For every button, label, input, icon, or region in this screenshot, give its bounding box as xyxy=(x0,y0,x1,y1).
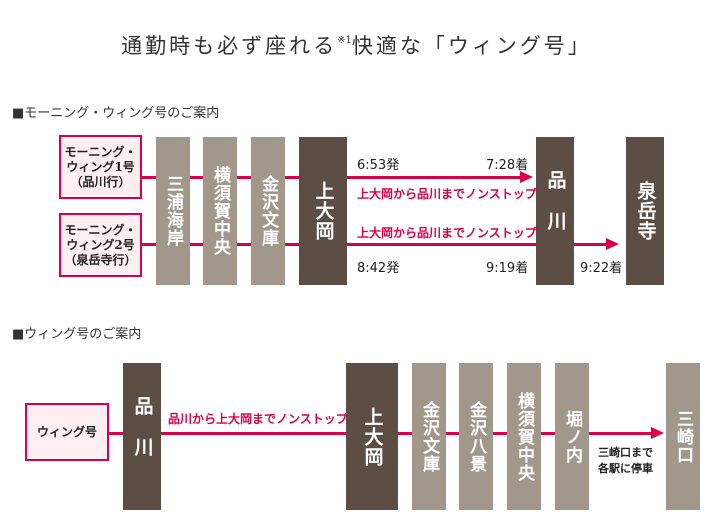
train-label-text: モーニング・ ウィング1号 （品川行） xyxy=(64,144,137,189)
station-name: 上大岡 xyxy=(361,406,384,467)
section-heading-morning: ■モーニング・ウィング号のご案内 xyxy=(12,106,220,121)
time-train2-final-arrival: 9:22着 xyxy=(580,261,623,276)
nonstop-label-train2: 上大岡から品川までノンストップ xyxy=(357,226,537,240)
title-tail: 快適な「ウィング号」 xyxy=(351,34,592,58)
station-kanazawa-hakkei-wing: 金沢八景 xyxy=(459,363,493,510)
time-train2-departure: 8:42発 xyxy=(357,261,400,276)
train-label-wing: ウィング号 xyxy=(25,403,109,461)
station-name: 三崎口 xyxy=(673,409,693,464)
station-name: 横須賀中央 xyxy=(210,166,230,256)
arrow-head-wing xyxy=(651,427,664,439)
station-horinouchi-wing: 堀ノ内 xyxy=(555,363,589,510)
route-line-train2 xyxy=(140,243,608,246)
nonstop-label-train1: 上大岡から品川までノンストップ xyxy=(357,187,537,201)
station-yokosuka-chuo-wing: 横須賀中央 xyxy=(507,363,541,510)
station-name: 金沢文庫 xyxy=(258,175,278,247)
station-sengakuji: 泉岳寺 xyxy=(626,137,664,285)
time-train1-departure: 6:53発 xyxy=(357,158,400,173)
station-kamiooka-wing: 上大岡 xyxy=(346,363,398,510)
page-title: 通勤時も必ず座れる※1快適な「ウィング号」 xyxy=(0,30,713,60)
title-note-mark: ※1 xyxy=(337,35,352,46)
title-main: 通勤時も必ず座れる xyxy=(121,34,338,58)
section-heading-wing: ■ウィング号のご案内 xyxy=(12,327,142,342)
station-misakiguchi-wing: 三崎口 xyxy=(666,363,700,510)
train-label-text: ウィング号 xyxy=(36,424,97,439)
station-miura-kaigan: 三浦海岸 xyxy=(156,137,190,285)
station-name: 品川 xyxy=(131,395,154,478)
station-kamiooka: 上大岡 xyxy=(299,137,347,285)
station-kanazawa-bunko-wing: 金沢文庫 xyxy=(412,363,446,510)
train-label-morning-wing-2: モーニング・ ウィング2号 （泉岳寺行） xyxy=(59,213,142,277)
station-name: 堀ノ内 xyxy=(562,409,582,464)
arrow-head-train1 xyxy=(520,171,533,183)
station-name: 品川 xyxy=(544,170,567,252)
time-train1-arrival: 7:28着 xyxy=(486,158,529,173)
station-name: 三浦海岸 xyxy=(163,175,183,247)
station-shinagawa-wing: 品川 xyxy=(123,363,161,510)
train-label-morning-wing-1: モーニング・ ウィング1号 （品川行） xyxy=(59,135,142,199)
nonstop-label-wing: 品川から上大岡までノンストップ xyxy=(168,412,348,426)
final-stop-note: 三崎口まで 各駅に停車 xyxy=(598,446,653,475)
station-name: 金沢八景 xyxy=(466,400,486,473)
train-label-text: モーニング・ ウィング2号 （泉岳寺行） xyxy=(64,222,137,267)
station-yokosuka-chuo: 横須賀中央 xyxy=(203,137,237,285)
arrow-head-train2 xyxy=(606,238,619,250)
station-shinagawa: 品川 xyxy=(536,137,574,285)
station-name: 金沢文庫 xyxy=(419,400,439,473)
station-kanazawa-bunko: 金沢文庫 xyxy=(251,137,285,285)
time-train2-arrival: 9:19着 xyxy=(486,261,529,276)
station-name: 泉岳寺 xyxy=(634,181,657,241)
station-name: 上大岡 xyxy=(312,181,335,241)
station-name: 横須賀中央 xyxy=(514,391,534,482)
